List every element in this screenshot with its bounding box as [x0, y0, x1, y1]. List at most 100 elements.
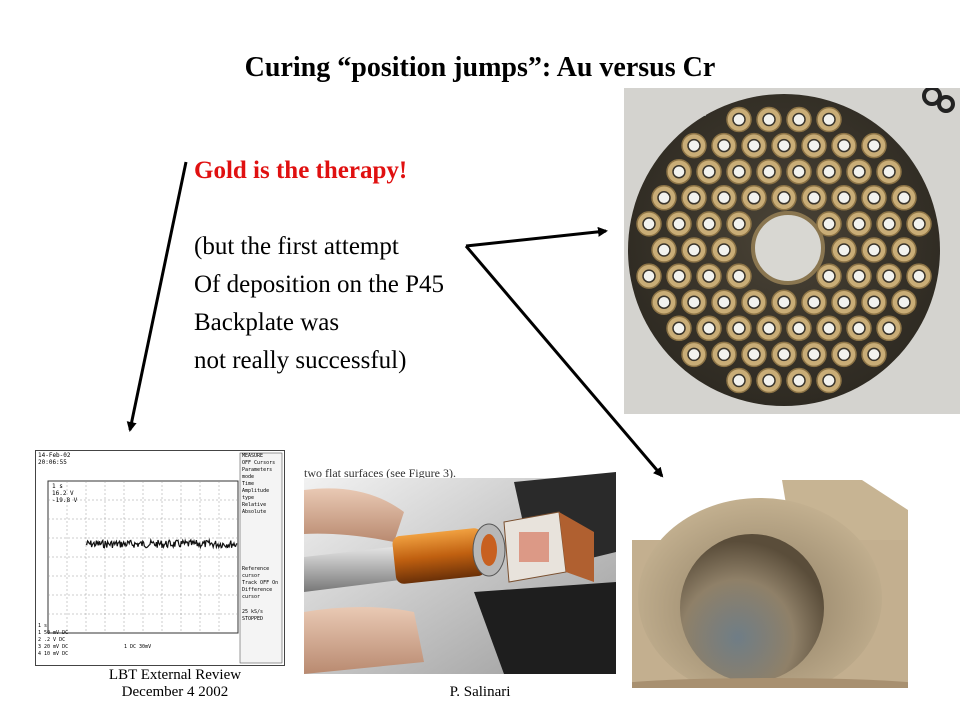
- slide-body: Gold is the therapy! (but the first atte…: [194, 152, 444, 380]
- pad-hole: [882, 321, 896, 336]
- arrow-to-scope: [126, 161, 188, 432]
- pad-hole: [912, 269, 926, 283]
- pad-hole: [657, 191, 671, 205]
- pad-hole: [792, 321, 806, 336]
- pad-hole: [717, 243, 731, 257]
- pad-hole: [852, 269, 866, 283]
- pad-hole: [702, 269, 716, 283]
- pad-hole: [732, 112, 746, 127]
- scope-time: 20:06:55: [38, 459, 67, 466]
- body-line-3: Backplate was: [194, 309, 340, 336]
- pad-hole: [807, 347, 821, 362]
- scope-menu-item-2: mode: [242, 474, 255, 480]
- scope-timediv: 1 s: [38, 623, 48, 629]
- pad-hole: [822, 373, 836, 388]
- pad-hole: [687, 191, 701, 205]
- cylinder-photo: [632, 480, 908, 688]
- footer-center-line1: P. Salinari: [449, 684, 511, 700]
- body-line-1: (but the first attempt: [194, 233, 399, 260]
- pad-hole: [777, 138, 791, 153]
- pad-hole: [672, 217, 686, 231]
- slide-title: Curing “position jumps”: Au versus Cr: [244, 52, 716, 83]
- pad-hole: [672, 164, 686, 179]
- pad-hole: [867, 295, 881, 309]
- pad-hole: [867, 347, 881, 362]
- pad-hole: [792, 373, 806, 388]
- pad-hole: [912, 217, 926, 231]
- cylinder-drawing: [632, 480, 908, 688]
- body-line-4: not really successful): [194, 347, 407, 374]
- scope-menu-item-8: Reference cursor: [242, 566, 270, 579]
- pad-hole: [702, 164, 716, 179]
- pad-hole: [807, 295, 821, 309]
- pad-hole: [822, 217, 836, 231]
- pad-hole: [762, 373, 776, 388]
- pad-hole: [897, 243, 911, 257]
- scope-sample-rate: 25 kS/s: [242, 609, 264, 615]
- pad-hole: [837, 243, 851, 257]
- pad-hole: [852, 164, 866, 179]
- highlight-text: Gold is the therapy!: [194, 157, 408, 184]
- scope-menu-item-9: Track OFF On: [242, 580, 279, 586]
- pad-hole: [852, 217, 866, 231]
- pad-hole: [762, 112, 776, 127]
- scope-menu-item-0: OFF Cursors: [242, 460, 276, 466]
- readout-3: -19.8 V: [52, 497, 78, 504]
- pad-hole: [837, 138, 851, 153]
- scope-ch3: 3 20 mV DC: [38, 644, 69, 650]
- pad-hole: [687, 138, 701, 153]
- pad-hole: [687, 243, 701, 257]
- pad-hole: [822, 164, 836, 179]
- body-line-2: Of deposition on the P45: [194, 271, 444, 298]
- pad-hole: [717, 191, 731, 205]
- pad-hole: [672, 269, 686, 283]
- pad-hole: [747, 295, 761, 309]
- scope-menu-item-6: Relative: [242, 502, 267, 508]
- actuator-photo: two flat surfaces (see Figure 3).: [304, 462, 616, 674]
- pad-hole: [882, 164, 896, 179]
- pad-hole: [792, 164, 806, 179]
- actuator-drawing: [304, 472, 616, 674]
- pad-hole: [837, 191, 851, 205]
- pad-hole: [897, 191, 911, 205]
- pad-hole: [732, 269, 746, 283]
- pad-hole: [642, 217, 656, 231]
- pad-hole: [672, 321, 686, 336]
- scope-trigger: 1 DC 30mV: [124, 644, 152, 650]
- scope-readout: 1 s 16.2 V -19.8 V: [52, 483, 77, 504]
- pad-hole: [882, 269, 896, 283]
- pad-hole: [867, 191, 881, 205]
- pad-hole: [822, 321, 836, 336]
- pad-hole: [822, 112, 836, 127]
- scope-menu-item-7: Absolute: [242, 509, 267, 515]
- backplate-drawing: [628, 88, 955, 406]
- scope-menu: MEASURE OFF Cursors Parameters mode Time…: [242, 453, 282, 623]
- pad-hole: [777, 295, 791, 309]
- pad-hole: [762, 321, 776, 336]
- pad-hole: [897, 295, 911, 309]
- pad-hole: [822, 269, 836, 283]
- pad-hole: [777, 347, 791, 362]
- arrow-to-backplate: [465, 226, 608, 248]
- pad-hole: [762, 164, 776, 179]
- scope-date: 14-Feb-02: [38, 452, 71, 459]
- pad-hole: [687, 295, 701, 309]
- oscilloscope-drawing: [36, 451, 284, 665]
- pad-hole: [777, 191, 791, 205]
- pad-hole: [852, 321, 866, 336]
- pad-hole: [867, 138, 881, 153]
- pad-hole: [642, 269, 656, 283]
- scope-menu-item-10: Difference cursor: [242, 587, 273, 600]
- pad-hole: [657, 243, 671, 257]
- pad-hole: [732, 373, 746, 388]
- pad-hole: [717, 347, 731, 362]
- pad-hole: [807, 138, 821, 153]
- scope-status: STOPPED: [242, 616, 264, 622]
- scope-menu-item-1: Parameters: [242, 467, 273, 473]
- pad-hole: [717, 295, 731, 309]
- scope-ch2: 2 .2 V DC: [38, 637, 66, 643]
- pad-hole: [837, 347, 851, 362]
- pad-hole: [807, 191, 821, 205]
- scope-menu-item-3: Time: [242, 481, 255, 487]
- scope-menu-item-5: type: [242, 495, 255, 501]
